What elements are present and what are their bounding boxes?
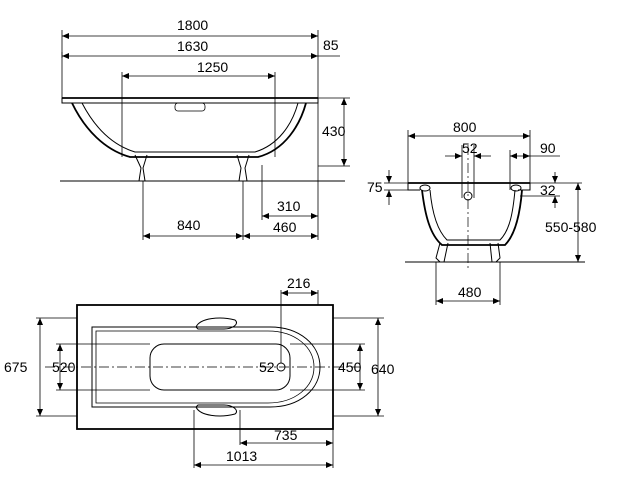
tub-body xyxy=(71,102,307,158)
dim-outer-width: 675 xyxy=(4,359,28,375)
plan-outer-rim xyxy=(76,304,334,430)
leg-left xyxy=(134,154,148,182)
end-view: 800 52 90 75 32 550-580 480 xyxy=(367,119,597,305)
plan-view: 675 520 450 640 52 216 735 1013 xyxy=(4,275,395,468)
dim-leg-spacing: 840 xyxy=(177,217,201,233)
dim-handle-total: 1013 xyxy=(226,448,257,464)
dim-rim-height: 75 xyxy=(367,179,383,195)
dim-rim-width: 640 xyxy=(371,361,395,377)
dim-leg-offset: 310 xyxy=(277,198,301,214)
dim-bottom-width: 450 xyxy=(338,359,362,375)
leg-right xyxy=(236,154,250,182)
end-body xyxy=(421,189,523,246)
handle-bottom-icon xyxy=(195,404,238,417)
handle-top-icon xyxy=(195,317,238,330)
dim-base-width: 480 xyxy=(458,284,482,300)
dim-handle-span: 1250 xyxy=(197,59,228,75)
dim-inner-width: 520 xyxy=(52,359,76,375)
side-view: 1800 1630 85 1250 430 840 310 460 xyxy=(60,17,350,240)
handle-icon xyxy=(174,102,206,112)
dim-width: 800 xyxy=(453,119,477,135)
dim-inner-length: 1630 xyxy=(177,38,208,54)
dim-edge: 85 xyxy=(323,37,339,53)
dim-total-height: 550-580 xyxy=(545,219,597,235)
dim-handle-pos: 735 xyxy=(274,427,298,443)
dim-drain-pos: 216 xyxy=(287,275,311,291)
dim-drain: 52 xyxy=(259,359,275,375)
end-leg-left xyxy=(435,242,449,263)
end-leg-right xyxy=(489,242,501,263)
dim-drain-offset: 460 xyxy=(273,219,297,235)
dim-rim: 90 xyxy=(540,140,556,156)
dim-overflow-height: 32 xyxy=(540,182,556,198)
dim-height: 430 xyxy=(322,123,346,139)
dim-overall-length: 1800 xyxy=(177,17,208,33)
dim-drain-dia: 52 xyxy=(462,140,478,156)
